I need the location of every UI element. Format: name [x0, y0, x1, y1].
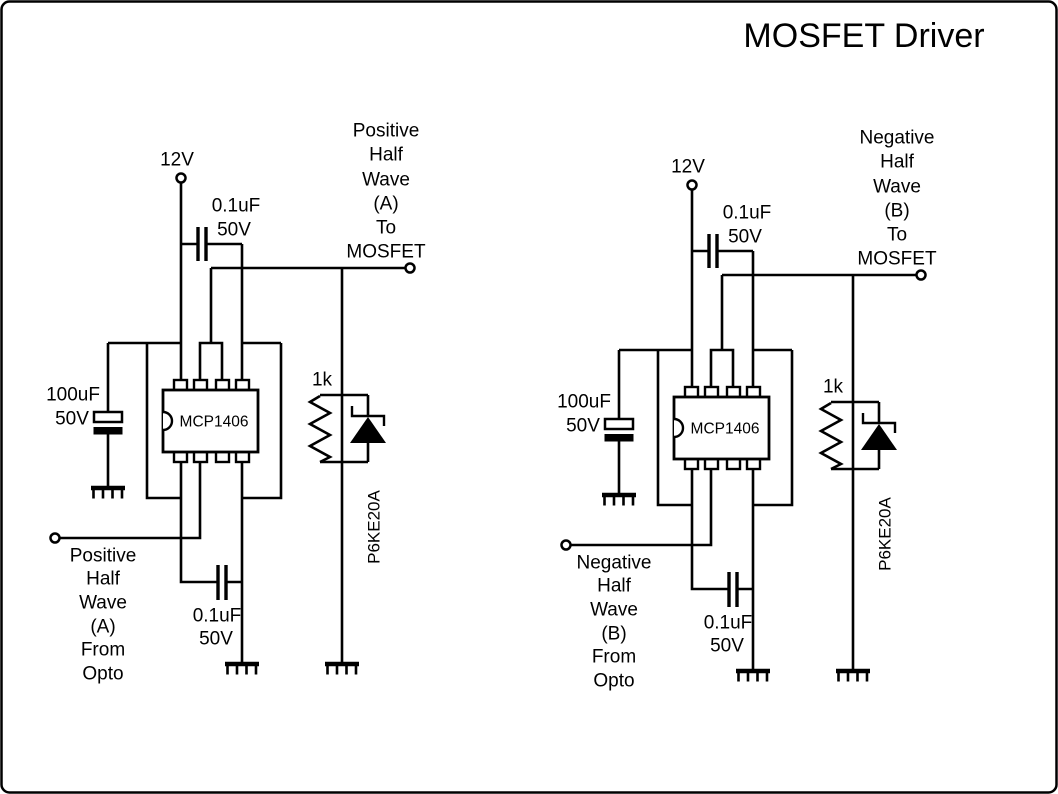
input-label-line: Positive — [70, 546, 137, 567]
bulk-cap-rating-label: 50V — [55, 409, 89, 430]
input-label-line: (A) — [90, 617, 115, 638]
page-title: MOSFET Driver — [743, 17, 984, 55]
input-label-line: From — [592, 647, 636, 668]
output-label-line: Half — [369, 145, 404, 166]
output-label-line: Wave — [873, 177, 921, 198]
circuit-negative-half-wave: 12V 0.1uF 50V 100uF 50V MCP1406 1k P6KE2… — [557, 128, 937, 692]
bulk-cap-value-label: 100uF — [46, 385, 100, 406]
ic-label: MCP1406 — [180, 414, 249, 431]
output-label-line: MOSFET — [346, 242, 426, 263]
input-label-line: Wave — [590, 600, 638, 621]
input-label-line: (B) — [601, 624, 626, 645]
output-label-line: Wave — [362, 170, 410, 191]
input-label-line: Opto — [593, 671, 634, 692]
input-label-line: Half — [597, 576, 632, 597]
output-label-line: To — [376, 218, 396, 239]
input-label-line: Opto — [82, 664, 123, 685]
output-label: Negative Half Wave (B) To MOSFET — [857, 128, 937, 270]
cap-bottom-value-label: 0.1uF — [193, 606, 242, 627]
cap-top-rating-label: 50V — [728, 227, 762, 248]
output-label-line: (A) — [373, 194, 398, 215]
bulk-cap-rating-label: 50V — [566, 416, 600, 437]
input-label-line: Half — [86, 569, 121, 590]
tvs-label: P6KE20A — [365, 489, 384, 563]
input-label: Negative Half Wave (B) From Opto — [577, 553, 652, 692]
circuit-positive-half-wave: 12V 0.1uF 50V 100uF 50V MCP1406 1k P6KE2… — [46, 121, 426, 685]
input-label-line: Negative — [577, 553, 652, 574]
cap-top-value-label: 0.1uF — [723, 203, 772, 224]
cap-top-value-label: 0.1uF — [212, 196, 261, 217]
output-label-line: To — [887, 225, 907, 246]
output-label-line: Half — [880, 152, 915, 173]
output-label-line: Positive — [353, 121, 420, 142]
input-label: Positive Half Wave (A) From Opto — [70, 546, 137, 685]
input-label-line: Wave — [79, 593, 127, 614]
input-label-line: From — [81, 640, 125, 661]
supply-label: 12V — [671, 157, 705, 178]
cap-bottom-rating-label: 50V — [199, 629, 233, 650]
resistor-label: 1k — [312, 370, 333, 391]
output-label: Positive Half Wave (A) To MOSFET — [346, 121, 426, 263]
tvs-label: P6KE20A — [876, 496, 895, 570]
resistor-label: 1k — [823, 377, 844, 398]
output-label-line: MOSFET — [857, 249, 937, 270]
bulk-cap-value-label: 100uF — [557, 392, 611, 413]
output-label-line: (B) — [884, 201, 909, 222]
supply-label: 12V — [160, 150, 194, 171]
cap-bottom-rating-label: 50V — [710, 636, 744, 657]
ic-label: MCP1406 — [691, 421, 760, 438]
cap-top-rating-label: 50V — [217, 220, 251, 241]
output-label-line: Negative — [860, 128, 935, 149]
cap-bottom-value-label: 0.1uF — [704, 613, 753, 634]
